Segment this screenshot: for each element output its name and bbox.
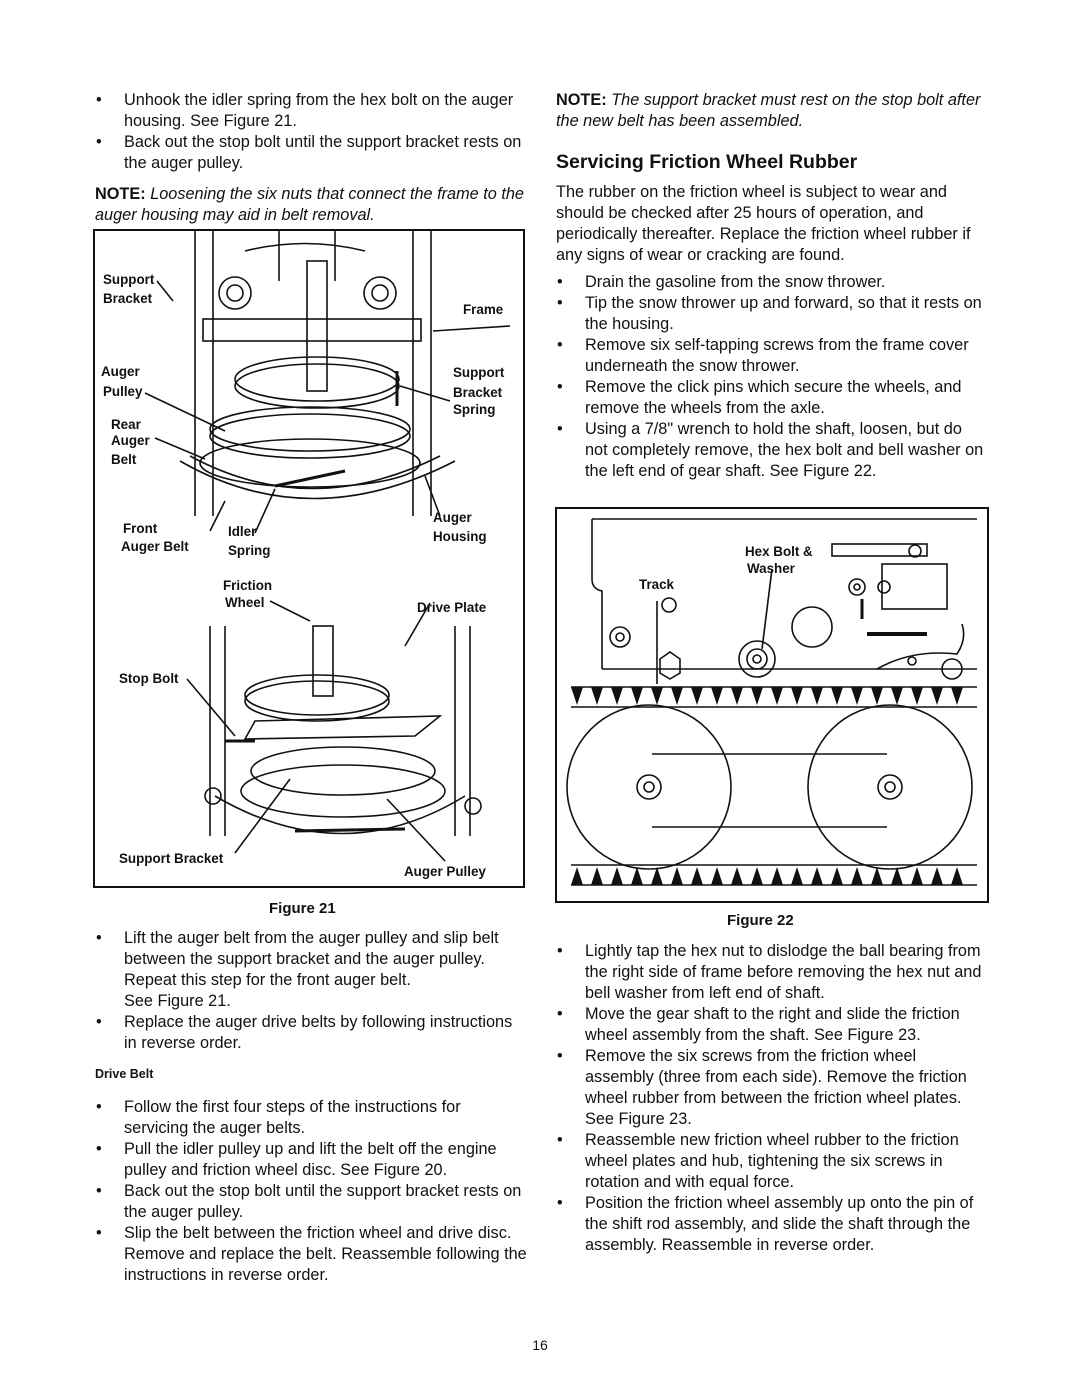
bullet-list-after-figure: Lift the auger belt from the auger pulle… — [95, 928, 527, 1054]
label-auger-housing: Housing — [433, 529, 487, 544]
left-column-lower: Lift the auger belt from the auger pulle… — [95, 928, 527, 1286]
label-front-auger-belt: Front — [123, 521, 158, 536]
label-rear-auger-belt: Auger — [111, 433, 150, 448]
label-support-bracket-bottom: Support Bracket — [119, 851, 224, 866]
label-track: Track — [639, 577, 675, 592]
list-item: Remove six self-tapping screws from the … — [556, 335, 988, 377]
page-number: 16 — [532, 1337, 548, 1353]
label-support-bracket: Support — [103, 272, 155, 287]
label-auger-housing: Auger — [433, 510, 472, 525]
note-paragraph: NOTE: Loosening the six nuts that connec… — [95, 184, 527, 226]
label-idler-spring: Spring — [228, 543, 270, 558]
figure-21-caption: Figure 21 — [269, 900, 336, 917]
figure-21-illustration: Support Bracket Frame Auger Pulley Suppo… — [101, 231, 511, 879]
drive-belt-bullets: Follow the first four steps of the instr… — [95, 1097, 527, 1286]
list-item: Lightly tap the hex nut to dislodge the … — [556, 941, 988, 1004]
list-item: Pull the idler pulley up and lift the be… — [95, 1139, 527, 1181]
list-item: Move the gear shaft to the right and sli… — [556, 1004, 988, 1046]
section-heading: Servicing Friction Wheel Rubber — [556, 151, 858, 173]
label-idler-spring: Idler — [228, 524, 257, 539]
note-text: The support bracket must rest on the sto… — [556, 91, 981, 130]
bullet-list-top: Unhook the idler spring from the hex bol… — [95, 90, 527, 174]
list-item: Reassemble new friction wheel rubber to … — [556, 1130, 988, 1193]
list-item: Slip the belt between the friction wheel… — [95, 1223, 527, 1286]
label-support-bracket-spring: Support — [453, 365, 505, 380]
list-item: Back out the stop bolt until the support… — [95, 132, 527, 174]
drive-belt-heading: Drive Belt — [95, 1067, 154, 1081]
label-drive-plate: Drive Plate — [417, 600, 486, 615]
note-paragraph: NOTE: The support bracket must rest on t… — [556, 90, 988, 132]
list-item: Remove the click pins which secure the w… — [556, 377, 988, 419]
label-friction-wheel: Wheel — [225, 595, 264, 610]
intro-paragraph: The rubber on the friction wheel is subj… — [556, 183, 971, 264]
label-support-bracket-spring: Bracket — [453, 385, 503, 400]
label-hex-bolt: Hex Bolt & — [745, 544, 813, 559]
figure-22-caption: Figure 22 — [727, 912, 794, 929]
left-column: Unhook the idler spring from the hex bol… — [95, 90, 527, 226]
note-text: Loosening the six nuts that connect the … — [95, 185, 524, 224]
list-item: Back out the stop bolt until the support… — [95, 1181, 527, 1223]
list-item: Position the friction wheel assembly up … — [556, 1193, 988, 1256]
right-column-lower: Lightly tap the hex nut to dislodge the … — [556, 941, 988, 1256]
see-figure-text: See Figure 21. — [124, 992, 231, 1010]
figure-22-illustration: Hex Bolt & Washer Track — [566, 518, 977, 886]
figure-22: Hex Bolt & Washer Track — [555, 507, 989, 903]
label-rear-auger-belt: Belt — [111, 452, 137, 467]
bullet-list-top: Drain the gasoline from the snow thrower… — [556, 272, 988, 482]
label-friction-wheel: Friction — [223, 578, 272, 593]
label-washer: Washer — [747, 561, 796, 576]
label-support-bracket: Bracket — [103, 291, 153, 306]
list-item: Tip the snow thrower up and forward, so … — [556, 293, 988, 335]
note-label: NOTE: — [95, 185, 146, 203]
bullet-list-bottom: Lightly tap the hex nut to dislodge the … — [556, 941, 988, 1256]
label-stop-bolt: Stop Bolt — [119, 671, 179, 686]
right-column: NOTE: The support bracket must rest on t… — [556, 90, 988, 482]
label-front-auger-belt: Auger Belt — [121, 539, 189, 554]
label-auger-pulley-bottom: Auger Pulley — [404, 864, 486, 879]
figure-21: Support Bracket Frame Auger Pulley Suppo… — [93, 229, 525, 888]
list-item: Replace the auger drive belts by followi… — [95, 1012, 527, 1054]
list-item: Using a 7/8" wrench to hold the shaft, l… — [556, 419, 988, 482]
list-item: Remove the six screws from the friction … — [556, 1046, 988, 1130]
note-label: NOTE: — [556, 91, 607, 109]
list-item: Lift the auger belt from the auger pulle… — [95, 928, 527, 1012]
label-auger-pulley: Auger — [101, 364, 140, 379]
label-frame: Frame — [463, 302, 503, 317]
list-item: Unhook the idler spring from the hex bol… — [95, 90, 527, 132]
label-auger-pulley: Pulley — [103, 384, 143, 399]
label-support-bracket-spring: Spring — [453, 402, 495, 417]
list-item: Follow the first four steps of the instr… — [95, 1097, 527, 1139]
label-rear-auger-belt: Rear — [111, 417, 142, 432]
list-item: Drain the gasoline from the snow thrower… — [556, 272, 988, 293]
